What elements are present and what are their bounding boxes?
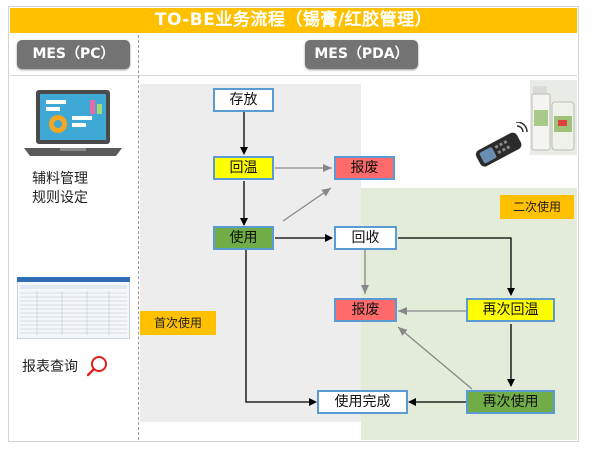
solder-paste-jars-icon: [530, 80, 577, 155]
arrow-recycle-to-rewarm2: [398, 237, 515, 296]
arrow-use2-to-scrap: [397, 326, 473, 390]
node-recycle: 回收: [334, 226, 397, 250]
laptop-icon: [24, 88, 122, 160]
node-rewarm-again: 再次回温: [466, 298, 555, 322]
header-separator: [10, 75, 577, 76]
arrow-use-to-scrap: [282, 187, 332, 222]
first-use-label: 首次使用: [140, 311, 216, 335]
diagram-title: TO-BE业务流程（锡膏/红胶管理）: [10, 8, 577, 33]
search-icon: [85, 354, 109, 378]
node-use: 使用: [213, 226, 274, 250]
lane-header-pc: MES（PC）: [17, 40, 130, 69]
aux-management-label: 辅料管理: [32, 171, 88, 187]
node-rewarm: 回温: [213, 156, 274, 180]
node-scrap-first: 报废: [334, 156, 395, 180]
node-scrap-second: 报废: [334, 298, 397, 322]
report-screenshot-icon: [16, 276, 131, 340]
report-query-label: 报表查询: [22, 359, 78, 375]
first-use-zone: [140, 84, 361, 422]
lane-header-pda: MES（PDA）: [305, 40, 418, 69]
second-use-label: 二次使用: [500, 195, 574, 219]
node-use-complete: 使用完成: [317, 390, 408, 414]
arrow-use-to-done: [245, 250, 317, 406]
rule-setting-label: 规则设定: [32, 190, 88, 206]
node-store: 存放: [213, 88, 274, 112]
pda-scanner-icon: [470, 121, 530, 174]
node-use-again: 再次使用: [466, 390, 555, 414]
lane-divider: [138, 35, 139, 440]
